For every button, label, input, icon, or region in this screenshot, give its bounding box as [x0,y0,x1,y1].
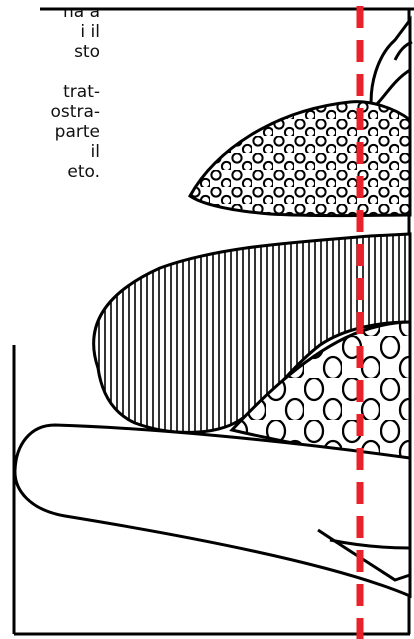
circles-hill [190,102,410,216]
foreground-slab [15,425,410,596]
